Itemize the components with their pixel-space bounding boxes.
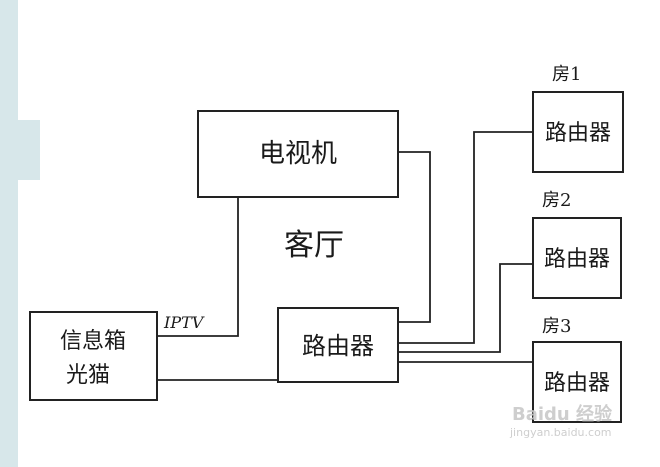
info-box-label-line1: 信息箱 — [60, 329, 126, 354]
room3-node: 房3 路由器 — [532, 316, 622, 423]
info-box-box — [29, 311, 158, 401]
paper-edge — [0, 0, 40, 467]
room3-label: 房3 — [542, 316, 571, 337]
watermark-line1: Baidu 经验 — [512, 403, 613, 425]
iptv-label: IPTV — [163, 313, 205, 332]
main-router-box — [277, 307, 399, 383]
living-room-label: 客厅 — [284, 228, 344, 263]
room3-router-box — [532, 341, 622, 423]
room1-label: 房1 — [552, 64, 581, 85]
info-box-label-line2: 光猫 — [66, 363, 110, 388]
tv-node: 电视机 — [197, 110, 399, 198]
info-box-node: 信息箱 光猫 — [29, 311, 158, 401]
watermark-line2: jingyan.baidu.com — [509, 426, 612, 439]
room2-wire — [398, 263, 533, 353]
tv-label: 电视机 — [259, 139, 337, 169]
room2-router-label: 路由器 — [544, 247, 610, 272]
tv-router-wire — [398, 151, 431, 323]
connections: IPTV — [157, 131, 533, 381]
tv-box — [197, 110, 399, 198]
room1-wire — [398, 131, 533, 344]
room1-router-label: 路由器 — [545, 121, 611, 146]
main-router-label: 路由器 — [302, 332, 374, 360]
main-router-node: 路由器 — [277, 307, 399, 383]
room2-node: 房2 路由器 — [532, 190, 622, 299]
watermark: Baidu 经验 jingyan.baidu.com — [509, 403, 613, 439]
room2-router-box — [532, 217, 622, 299]
iptv-wire — [157, 197, 239, 337]
room1-node: 房1 路由器 — [532, 64, 624, 173]
room3-router-label: 路由器 — [544, 371, 610, 396]
room2-label: 房2 — [542, 190, 571, 211]
